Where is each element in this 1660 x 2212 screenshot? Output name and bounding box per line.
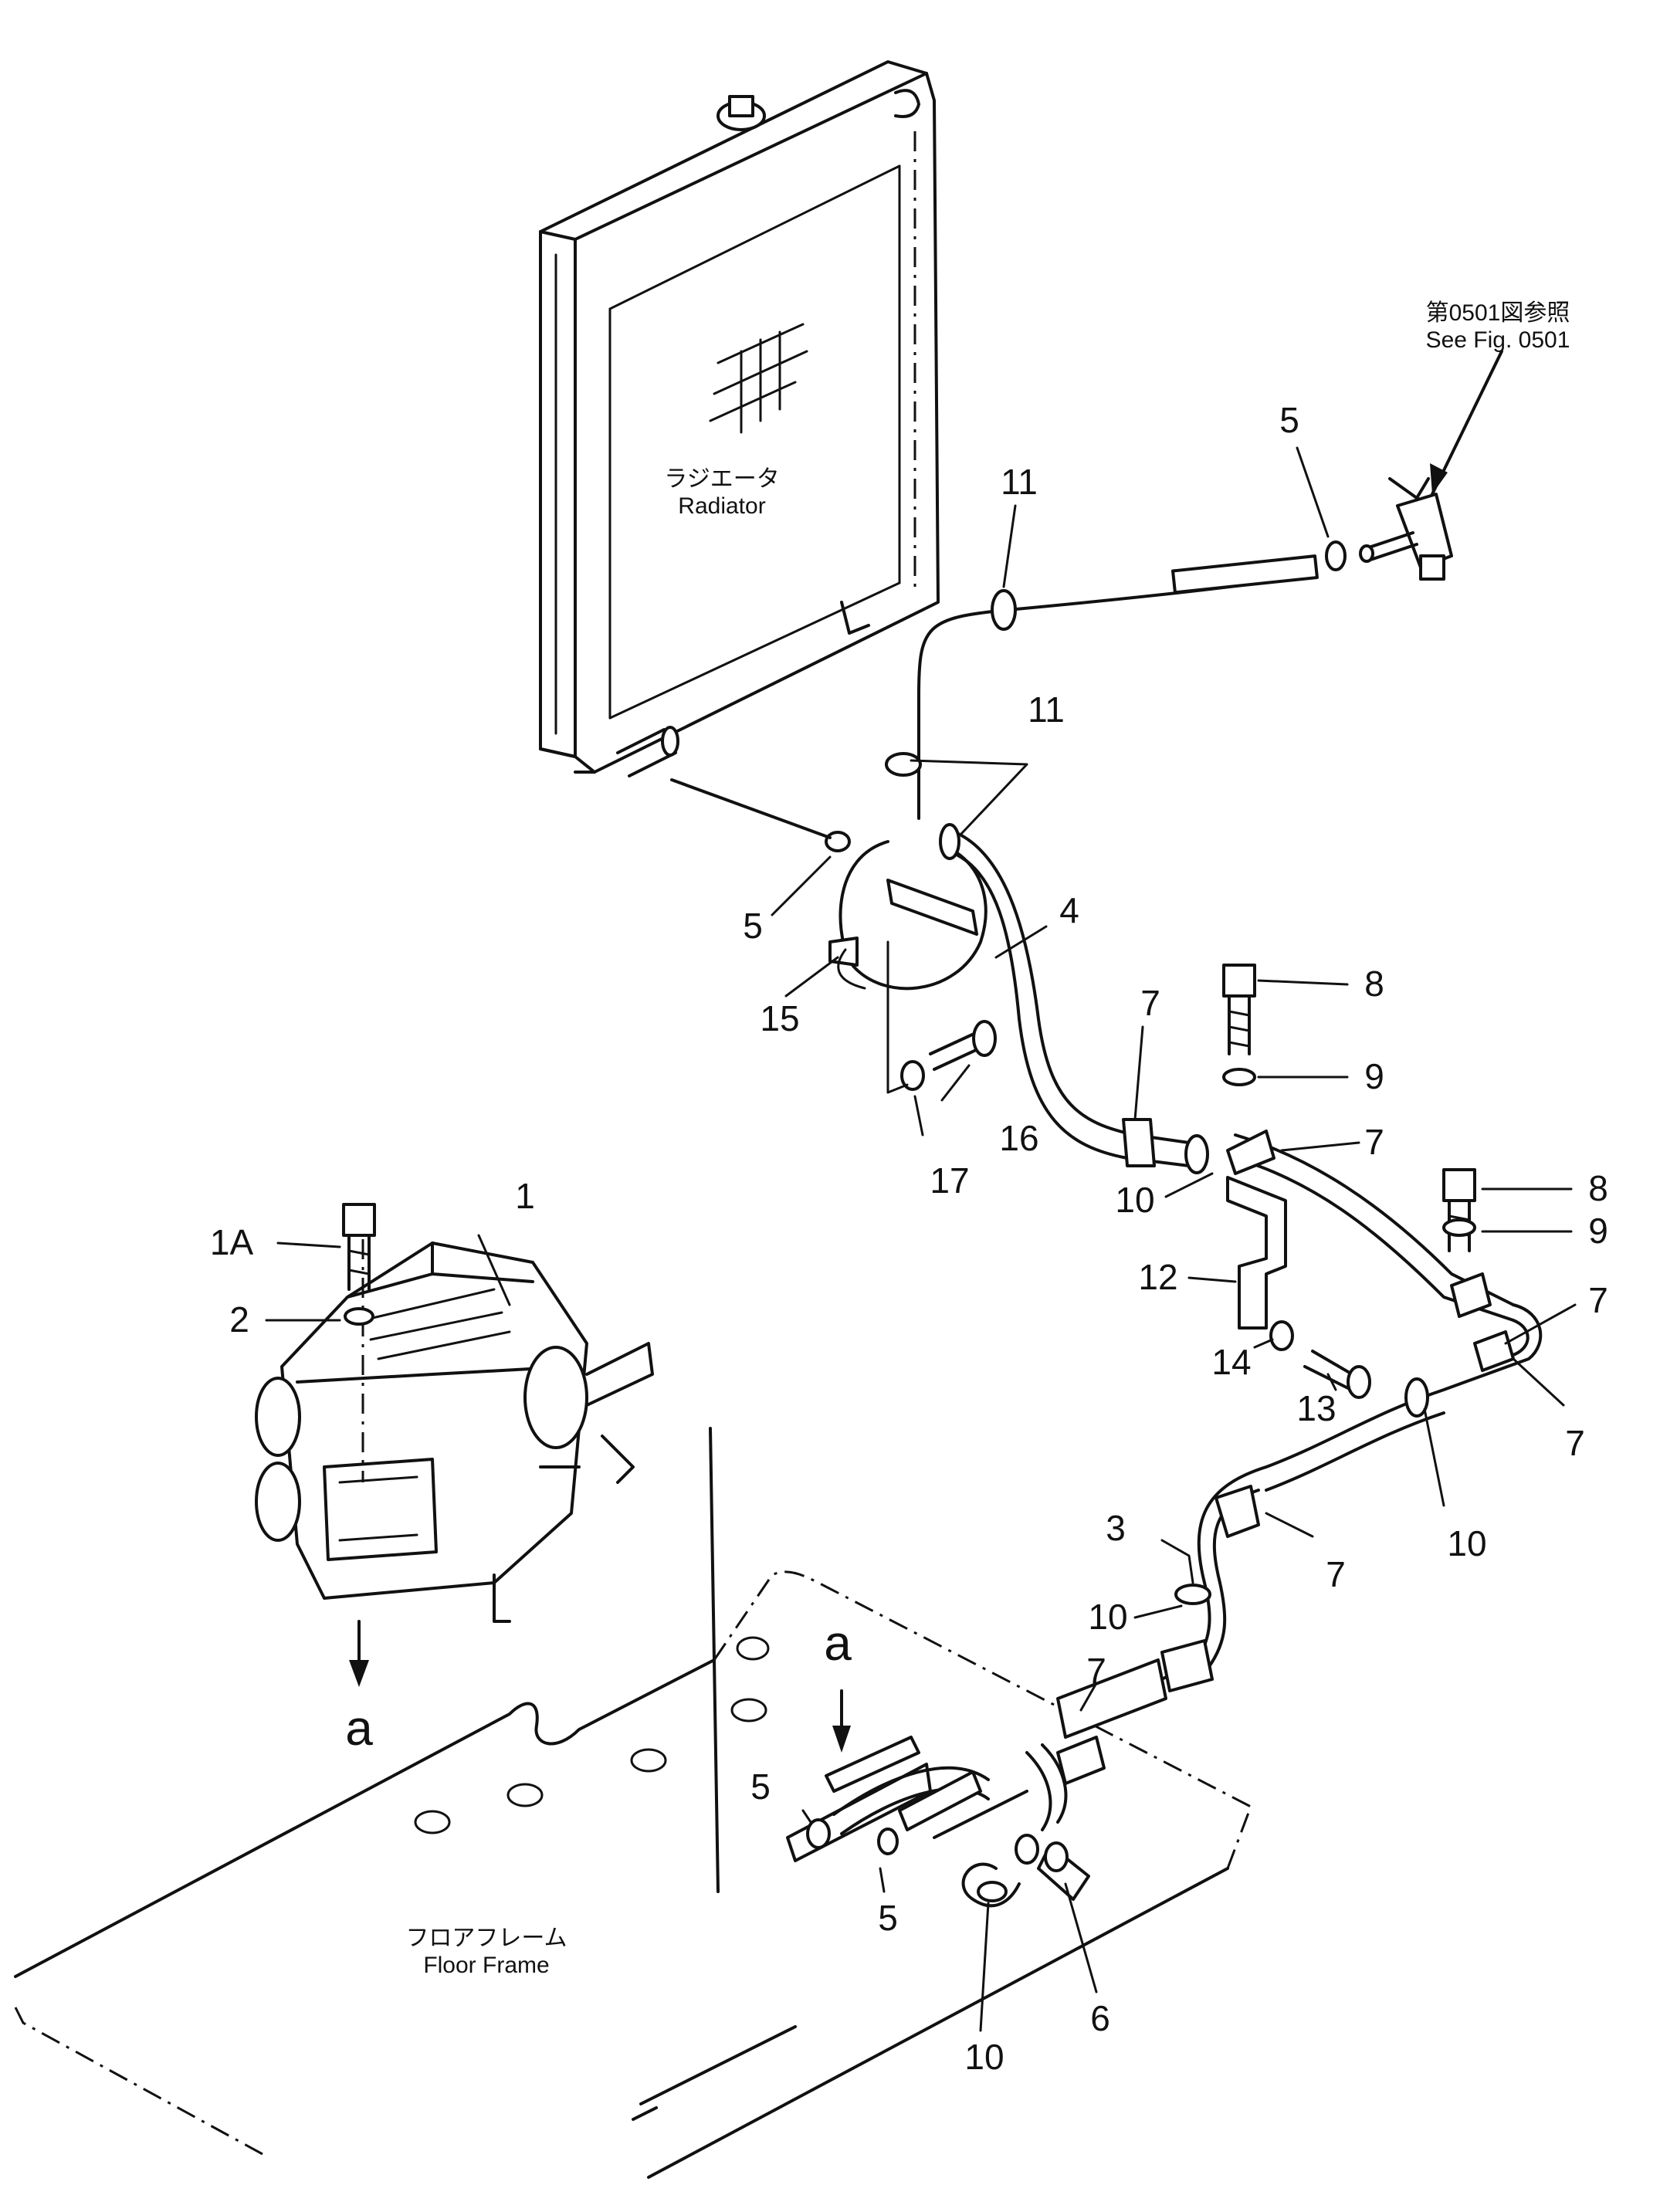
hose-clamp-10-b bbox=[1404, 1377, 1429, 1418]
washer-17 bbox=[900, 1060, 925, 1091]
callout-1a: 1A bbox=[210, 1222, 254, 1262]
callout-10: 10 bbox=[1115, 1180, 1154, 1220]
radiator: ラジエータ Radiator bbox=[539, 60, 940, 777]
callout-10: 10 bbox=[964, 2037, 1004, 2077]
callout-11: 11 bbox=[1001, 462, 1038, 502]
hose-clamp-11-mid bbox=[939, 823, 960, 860]
callout-7: 7 bbox=[1086, 1651, 1106, 1691]
view-a-label-heater: a bbox=[345, 1700, 373, 1756]
clip-7-c bbox=[1450, 1272, 1492, 1318]
callout-9: 9 bbox=[1588, 1211, 1608, 1251]
callout-5: 5 bbox=[750, 1767, 771, 1807]
callout-3: 3 bbox=[1106, 1508, 1126, 1548]
clip-7-b bbox=[1226, 1130, 1275, 1175]
callout-8: 8 bbox=[1588, 1168, 1608, 1208]
tube-assembly bbox=[670, 778, 1543, 1700]
see-fig-label-en: See Fig. 0501 bbox=[1426, 327, 1570, 353]
bolt-8-lower bbox=[1442, 1168, 1476, 1252]
callout-7: 7 bbox=[1140, 983, 1160, 1023]
floor-frame-label-jp: フロアフレーム bbox=[405, 1926, 567, 1951]
callout-12: 12 bbox=[1138, 1257, 1177, 1297]
callout-7: 7 bbox=[1588, 1280, 1608, 1320]
radiator-label-en: Radiator bbox=[678, 493, 765, 519]
bolt-1a bbox=[342, 1203, 376, 1291]
callout-7: 7 bbox=[1364, 1122, 1384, 1162]
clip-7-a bbox=[1122, 1118, 1156, 1167]
hose-clamp-5-valve bbox=[1325, 540, 1347, 571]
callout-13: 13 bbox=[1296, 1388, 1336, 1428]
callout-7: 7 bbox=[1565, 1423, 1585, 1463]
bolt-16 bbox=[929, 1020, 997, 1071]
radiator-cap bbox=[717, 95, 766, 131]
callout-15: 15 bbox=[760, 998, 799, 1038]
radiator-label-jp: ラジエータ bbox=[664, 466, 779, 492]
callout-5: 5 bbox=[878, 1898, 898, 1938]
washer-9-upper bbox=[1222, 1068, 1256, 1086]
radiator-hatch bbox=[709, 323, 808, 434]
clip-7-f bbox=[1160, 1639, 1214, 1692]
heater-unit bbox=[255, 1239, 654, 1623]
bolt-8-upper bbox=[1222, 964, 1256, 1055]
callout-7: 7 bbox=[1326, 1554, 1346, 1594]
washer-2 bbox=[344, 1307, 374, 1326]
callout-4: 4 bbox=[1059, 890, 1079, 930]
callout-10: 10 bbox=[1447, 1523, 1486, 1563]
callout-11: 11 bbox=[1028, 689, 1065, 730]
callout-5: 5 bbox=[743, 906, 763, 946]
clip-7-d bbox=[1473, 1330, 1515, 1372]
clip-7-e bbox=[1215, 1485, 1260, 1538]
hose-clamp-10-c bbox=[1174, 1584, 1211, 1605]
floor-fittings bbox=[786, 1658, 1167, 1908]
washer-9-lower bbox=[1442, 1218, 1476, 1237]
bracket-12 bbox=[1226, 1176, 1287, 1330]
hose-clamp-5-floor-left bbox=[806, 1818, 831, 1849]
bolt-13 bbox=[1303, 1350, 1371, 1399]
callout-1: 1 bbox=[515, 1176, 535, 1216]
callout-16: 16 bbox=[999, 1118, 1038, 1158]
hose-clamp-10-d bbox=[977, 1881, 1008, 1902]
upper-hose bbox=[885, 554, 1319, 820]
view-a-label-floor: a bbox=[824, 1615, 852, 1671]
drain-valve bbox=[1325, 477, 1453, 581]
floor-frame: フロアフレーム Floor Frame bbox=[14, 1427, 1252, 2179]
hose-clamp-11-upper bbox=[991, 589, 1017, 631]
hose-clamp-5-radiator bbox=[825, 831, 851, 852]
callout-5: 5 bbox=[1279, 400, 1299, 440]
bushing-6-b bbox=[1044, 1841, 1069, 1872]
floor-frame-label-en: Floor Frame bbox=[423, 1953, 549, 1978]
hose-clamp-11-lower bbox=[885, 752, 922, 777]
callout-8: 8 bbox=[1364, 964, 1384, 1004]
hose-clamp-10-a bbox=[1184, 1134, 1209, 1174]
radiator-outlet bbox=[616, 726, 679, 777]
washer-14 bbox=[1269, 1320, 1294, 1351]
callout-14: 14 bbox=[1211, 1342, 1251, 1382]
callout-10: 10 bbox=[1088, 1597, 1127, 1637]
leader-lines bbox=[265, 446, 1577, 2032]
callout-17: 17 bbox=[930, 1160, 969, 1201]
see-fig-arrow bbox=[1431, 350, 1503, 496]
callout-9: 9 bbox=[1364, 1056, 1384, 1096]
bushing-6-a bbox=[1015, 1834, 1039, 1865]
see-fig-label-jp: 第0501図参照 bbox=[1426, 300, 1570, 326]
callout-numbers: 11 5 11 5 15 4 7 8 9 7 10 16 17 8 9 7 7 … bbox=[210, 400, 1608, 2077]
callout-6: 6 bbox=[1090, 1998, 1110, 2038]
hose-clamp-5-floor-right bbox=[877, 1828, 899, 1855]
callout-2: 2 bbox=[229, 1299, 249, 1340]
